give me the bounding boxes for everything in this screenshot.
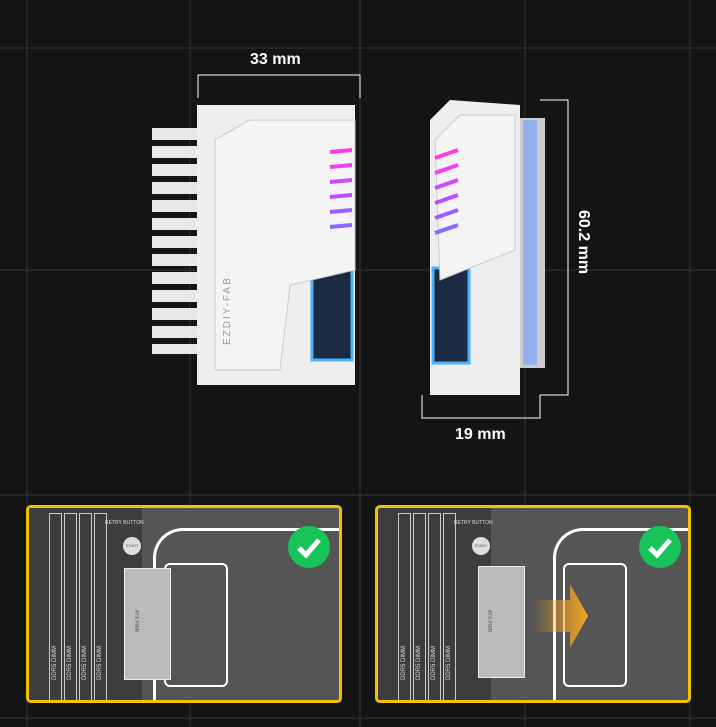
dimm-label: DDR5 DIMM: [52, 646, 58, 680]
dimm-label: DDR5 DIMM: [82, 646, 88, 680]
start-button: START: [123, 537, 141, 555]
check-icon: [639, 526, 681, 568]
height-dimension-label: 60.2 mm: [575, 210, 592, 275]
device-side-view: [430, 100, 545, 395]
connector-adapter: [478, 566, 525, 678]
arrow-right-icon: [533, 584, 588, 648]
install-panel-2: DDR5 DIMM DDR5 DIMM DDR5 DIMM DDR5 DIMM …: [375, 505, 691, 703]
retry-button-label: RETRY BUTTON: [454, 520, 493, 526]
brand-label: EZDIY-FAB: [222, 276, 233, 345]
width-dimension-label: 33 mm: [250, 51, 301, 68]
check-icon: [288, 526, 330, 568]
install-panel-1: DDR5 DIMM DDR5 DIMM DDR5 DIMM DDR5 DIMM …: [26, 505, 342, 703]
connector-adapter: [124, 568, 171, 680]
start-button: START: [472, 537, 490, 555]
dimension-lines: [197, 74, 569, 419]
retry-button-label: RETRY BUTTON: [105, 520, 144, 526]
device-front-view: [152, 105, 356, 385]
depth-dimension-label: 19 mm: [455, 426, 506, 443]
connector-label: ATX PWR: [133, 609, 140, 633]
dimm-label: DDR5 DIMM: [97, 646, 103, 680]
dimm-label: DDR5 DIMM: [67, 646, 73, 680]
